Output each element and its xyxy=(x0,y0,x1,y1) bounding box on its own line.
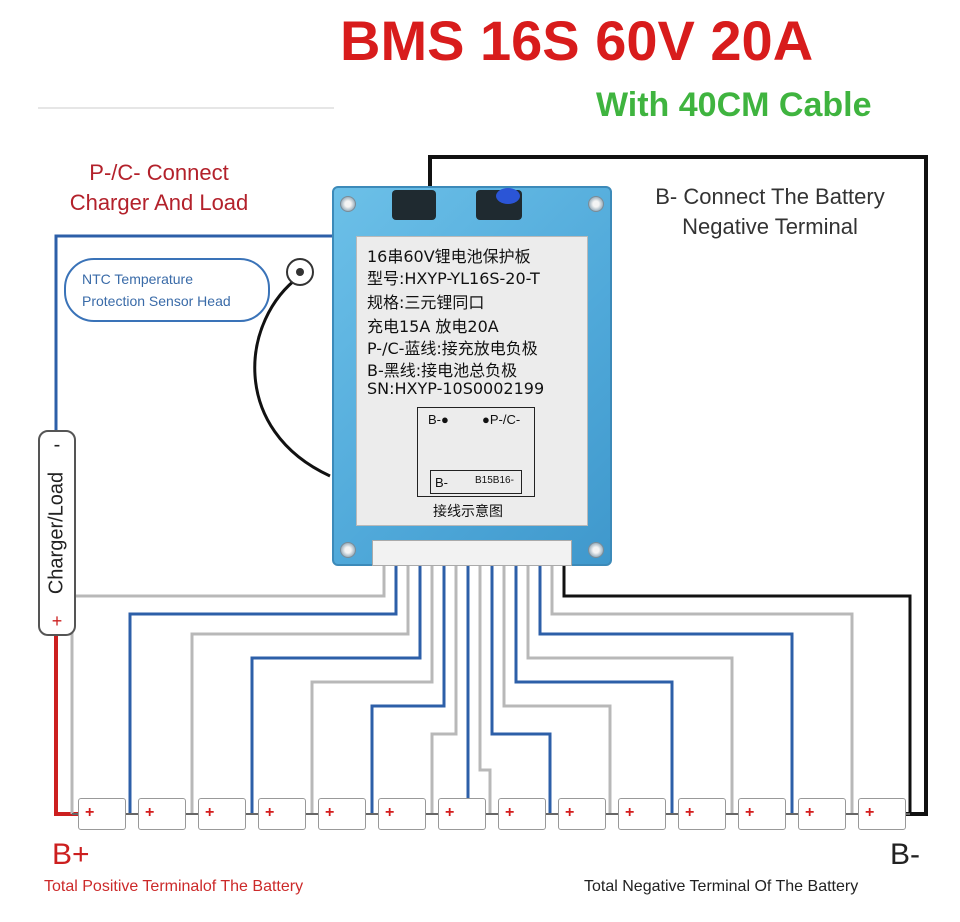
schematic-bottom-right: B15B16- xyxy=(475,475,514,486)
cell-plus-symbol: + xyxy=(265,804,275,821)
battery-cell: + xyxy=(738,798,786,830)
board-line-7: SN:HXYP-10S0002199 xyxy=(367,379,545,398)
pc-connect-label: P-/C- Connect Charger And Load xyxy=(44,158,274,218)
total-negative-caption: Total Negative Terminal Of The Battery xyxy=(584,878,859,895)
schematic-caption: 接线示意图 xyxy=(433,504,503,520)
battery-cell: + xyxy=(138,798,186,830)
board-label-plate: 16串60V锂电池保护板 型号:HXYP-YL16S-20-T 规格:三元锂同口… xyxy=(356,236,588,526)
board-line-3: 规格:三元锂同口 xyxy=(367,293,485,312)
battery-cell: + xyxy=(438,798,486,830)
charger-load-box: - Charger/Load + xyxy=(38,430,76,636)
screw-icon xyxy=(340,196,356,212)
total-positive-caption: Total Positive Terminalof The Battery xyxy=(44,878,304,895)
battery-cell: + xyxy=(258,798,306,830)
charger-plus-symbol: + xyxy=(51,611,63,631)
board-line-6: B-黑线:接电池总负极 xyxy=(367,361,518,380)
cell-plus-symbol: + xyxy=(205,804,215,821)
b-minus-label: B- xyxy=(890,838,920,871)
pc-connect-line-2: Charger And Load xyxy=(69,190,249,215)
board-line-4: 充电15A 放电20A xyxy=(367,317,499,336)
battery-cell: + xyxy=(318,798,366,830)
screw-icon xyxy=(340,542,356,558)
cell-plus-symbol: + xyxy=(745,804,755,821)
cell-plus-symbol: + xyxy=(505,804,515,821)
balance-connector xyxy=(372,540,572,566)
cell-plus-symbol: + xyxy=(805,804,815,821)
charger-minus-symbol: - xyxy=(53,434,61,456)
cell-plus-symbol: + xyxy=(625,804,635,821)
b-plus-label: B+ xyxy=(52,838,90,871)
cell-plus-symbol: + xyxy=(565,804,575,821)
b-negative-connect-label: B- Connect The Battery Negative Terminal xyxy=(630,182,910,242)
cell-plus-symbol: + xyxy=(325,804,335,821)
cell-plus-symbol: + xyxy=(685,804,695,821)
ntc-line-2: Protection Sensor Head xyxy=(82,293,231,309)
battery-cell: + xyxy=(618,798,666,830)
blue-wire-end xyxy=(496,188,520,204)
page-subtitle: With 40CM Cable xyxy=(596,86,872,124)
board-line-1: 16串60V锂电池保护板 xyxy=(367,247,531,266)
battery-cell: + xyxy=(558,798,606,830)
schematic-connector: B- B15B16- xyxy=(430,470,522,494)
ntc-line-1: NTC Temperature xyxy=(82,271,194,287)
board-line-5: P-/C-蓝线:接充放电负极 xyxy=(367,339,538,358)
ntc-sensor-head-icon xyxy=(286,258,314,286)
battery-cell: + xyxy=(378,798,426,830)
cell-plus-symbol: + xyxy=(85,804,95,821)
cell-plus-symbol: + xyxy=(385,804,395,821)
charger-load-label: Charger/Load xyxy=(45,471,68,595)
cell-plus-symbol: + xyxy=(445,804,455,821)
b-negative-line-2: Negative Terminal xyxy=(682,214,858,239)
cell-plus-symbol: + xyxy=(865,804,875,821)
cell-plus-symbol: + xyxy=(145,804,155,821)
screw-icon xyxy=(588,196,604,212)
pc-connect-line-1: P-/C- Connect xyxy=(89,160,229,185)
page-title: BMS 16S 60V 20A xyxy=(340,9,814,72)
battery-cell: + xyxy=(798,798,846,830)
schematic-b-minus: B-● xyxy=(428,412,449,427)
schematic-bottom-left: B- xyxy=(435,475,448,490)
screw-icon xyxy=(588,542,604,558)
b-negative-line-1: B- Connect The Battery xyxy=(655,184,885,209)
schematic-p-c: ●P-/C- xyxy=(482,412,521,427)
b-minus-terminal xyxy=(392,190,436,220)
ntc-label-box: NTC Temperature Protection Sensor Head xyxy=(64,258,270,322)
board-line-2: 型号:HXYP-YL16S-20-T xyxy=(367,269,540,288)
wiring-schematic: B-● ●P-/C- B- B15B16- xyxy=(417,407,535,497)
battery-cell: + xyxy=(678,798,726,830)
battery-cell: + xyxy=(198,798,246,830)
battery-cell: + xyxy=(858,798,906,830)
battery-cell: + xyxy=(78,798,126,830)
battery-cell: + xyxy=(498,798,546,830)
